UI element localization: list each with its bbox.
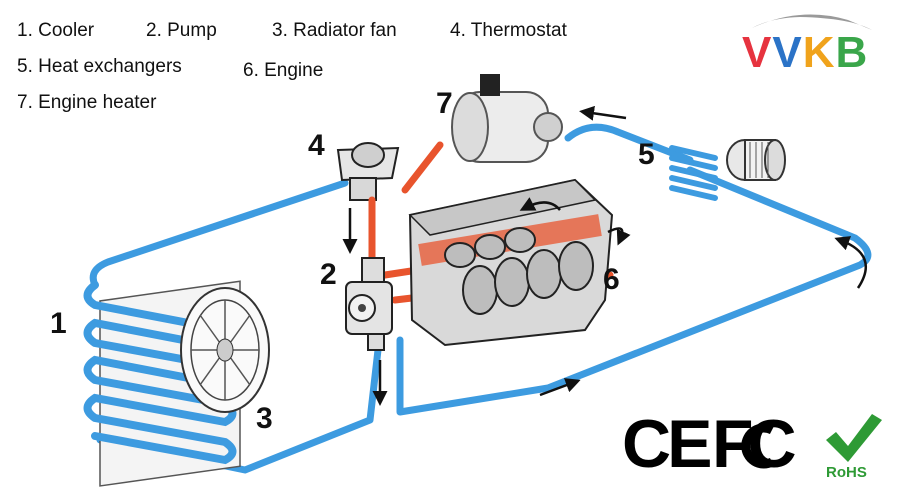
- engine-heater: [451, 74, 563, 163]
- legend-item-engine-heater: 7. Engine heater: [17, 92, 157, 113]
- engine: [408, 178, 614, 347]
- brand-letter: B: [835, 28, 869, 77]
- label-1: 1: [50, 307, 67, 340]
- legend-item-cooler: 1. Cooler: [17, 20, 95, 41]
- legend-item-pump: 2. Pump: [146, 20, 217, 41]
- brand-letter: K: [802, 28, 836, 77]
- legend-item-thermostat: 4. Thermostat: [450, 20, 567, 41]
- radiator-fan: [180, 287, 270, 413]
- brand-swoosh: [752, 14, 872, 30]
- heat-exchanger: [669, 139, 786, 201]
- label-2: 2: [320, 258, 337, 291]
- label-6: 6: [603, 263, 620, 296]
- rohs-mark: RoHS: [826, 464, 867, 481]
- fcc-mark-icon: [741, 423, 775, 469]
- legend-item-heat-exchangers: 5. Heat exchangers: [17, 56, 182, 77]
- legend-item-radiator-fan: 3. Radiator fan: [272, 20, 397, 41]
- brand-logo: VVKB: [742, 28, 868, 78]
- pump: [345, 257, 393, 351]
- label-4: 4: [308, 129, 325, 162]
- label-7: 7: [436, 87, 453, 120]
- brand-letter: V: [772, 28, 803, 77]
- brand-letter: V: [742, 28, 773, 77]
- ce-mark: CE: [622, 406, 712, 482]
- flow-arrows: [342, 105, 868, 406]
- thermostat: [336, 142, 400, 201]
- fcc-mark: FC: [712, 406, 797, 482]
- label-5: 5: [638, 138, 655, 171]
- legend-item-engine: 6. Engine: [243, 60, 324, 81]
- rohs-check-icon: [826, 414, 882, 462]
- label-3: 3: [256, 402, 273, 435]
